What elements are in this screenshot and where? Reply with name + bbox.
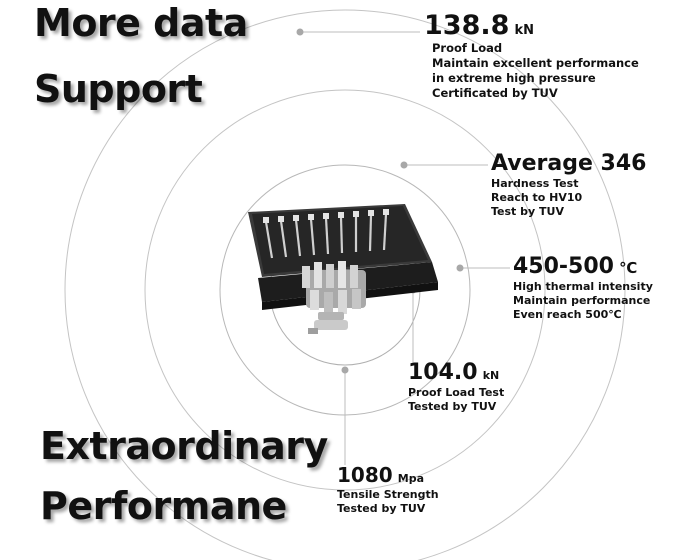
stat-line: Even reach 500℃ bbox=[513, 308, 622, 321]
connector-dot-2 bbox=[400, 161, 408, 169]
lid-bolt-heads bbox=[263, 209, 389, 223]
stat-unit: kN bbox=[514, 23, 535, 38]
stat-line: Hardness Test bbox=[491, 177, 579, 190]
stat-line: in extreme high pressure bbox=[432, 71, 596, 85]
connector-dot-3 bbox=[456, 264, 464, 272]
stat-tensile: 1080 Mpa Tensile Strength Tested by TUV bbox=[337, 465, 439, 516]
stat-hardness: Average 346 Hardness Test Reach to HV10 … bbox=[491, 153, 646, 219]
stat-value: 1080 bbox=[337, 463, 393, 487]
stat-unit: Mpa bbox=[397, 472, 425, 485]
stat-thermal: 450-500 ℃ High thermal intensity Maintai… bbox=[513, 256, 653, 322]
connector-lines bbox=[300, 31, 510, 465]
heading-support: Support bbox=[34, 67, 203, 111]
stat-line: Tensile Strength bbox=[337, 488, 439, 501]
stat-line: Certificated by TUV bbox=[432, 86, 558, 100]
stat-proof-load-test: 104.0 kN Proof Load Test Tested by TUV bbox=[408, 362, 504, 414]
circle-outer bbox=[64, 9, 626, 560]
lid-bolts bbox=[264, 213, 388, 259]
heading-extraordinary: Extraordinary bbox=[40, 424, 328, 468]
stat-value: 138.8 bbox=[424, 10, 510, 41]
stat-line: Reach to HV10 bbox=[491, 191, 583, 204]
stat-line: Maintain performance bbox=[513, 294, 651, 307]
stat-value: 450-500 bbox=[513, 254, 614, 279]
stat-line: Proof Load bbox=[432, 41, 503, 55]
stat-unit: kN bbox=[482, 369, 500, 382]
stat-unit: ℃ bbox=[619, 259, 638, 277]
connector-dot-5 bbox=[341, 366, 349, 374]
circle-ring-3 bbox=[144, 89, 546, 491]
bolt-cluster bbox=[302, 261, 366, 334]
stat-value: Average 346 bbox=[491, 151, 647, 176]
stat-line: Proof Load Test bbox=[408, 386, 505, 399]
stat-line: Maintain excellent performance bbox=[432, 56, 639, 70]
stat-value: 104.0 bbox=[408, 360, 478, 385]
product-image bbox=[248, 204, 438, 334]
stat-proof-load: 138.8 kN Proof Load Maintain excellent p… bbox=[424, 12, 639, 101]
stat-line: Tested by TUV bbox=[337, 502, 426, 515]
stat-line: High thermal intensity bbox=[513, 280, 653, 293]
heading-performane: Performane bbox=[40, 484, 287, 528]
heading-more-data: More data bbox=[34, 1, 248, 45]
connector-dot-1 bbox=[296, 28, 304, 36]
stat-line: Test by TUV bbox=[491, 205, 564, 218]
stat-line: Tested by TUV bbox=[408, 400, 497, 413]
